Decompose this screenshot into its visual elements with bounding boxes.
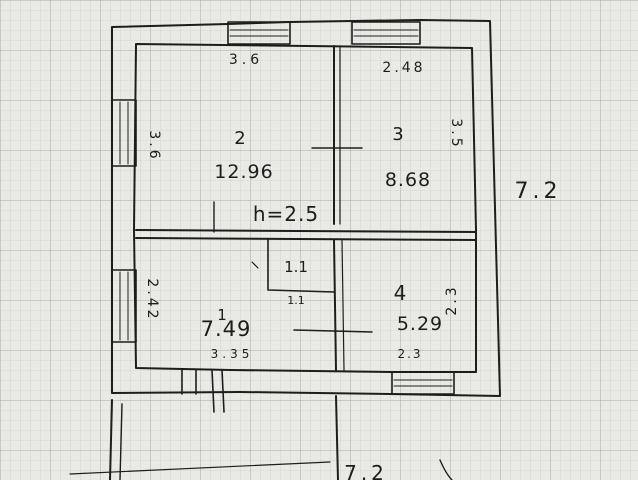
dim-top-right: 2.48 [382, 60, 425, 76]
room-4-number: 4 [394, 281, 407, 305]
closet [267, 239, 335, 293]
closet-depth: 1.1 [287, 294, 305, 307]
room-3-number: 3 [392, 124, 403, 145]
inner-wall [133, 43, 477, 373]
interior-wall-horizontal-inner [135, 237, 477, 241]
closet-tick [251, 261, 259, 269]
extension-wall-left [109, 399, 113, 480]
door-marker-lower [293, 329, 373, 333]
dim-outer-right: 7.2 [515, 179, 562, 204]
window-top-left [227, 21, 291, 45]
window-top-right [351, 21, 421, 45]
dim-bottom-scribble: 7.2 [344, 461, 388, 480]
partition-lower [333, 239, 337, 371]
window-left-lower [111, 269, 137, 343]
extension-wall-left-inner [119, 403, 123, 480]
extension-sketch-line [69, 461, 331, 475]
window-left-upper [111, 99, 137, 167]
room-4-area: 5.29 [397, 313, 443, 335]
dim-bottom-left: 3.35 [211, 347, 254, 361]
extension-wall-middle [335, 395, 339, 480]
extension-scribble [439, 459, 453, 480]
interior-wall-horizontal [135, 229, 477, 233]
room-2-number: 2 [234, 128, 245, 149]
partition-lower-inner [341, 239, 345, 371]
dim-bottom-right: 2.3 [397, 347, 422, 361]
entrance-door [181, 369, 225, 413]
closet-width: 1.1 [284, 258, 308, 276]
room-1-number: 1 [217, 306, 227, 324]
dim-right-lower: 2.3 [444, 284, 460, 315]
window-bottom-right [391, 371, 455, 395]
room-1-area: 7.49 [201, 317, 252, 341]
dim-top-left: 3.6 [229, 52, 263, 68]
dim-right-upper: 3.5 [448, 118, 464, 149]
room-2-area: 12.96 [214, 161, 273, 183]
ceiling-height: h=2.5 [253, 202, 319, 226]
dim-left-lower: 2.42 [144, 278, 160, 321]
room-3-area: 8.68 [385, 169, 431, 191]
dim-left-upper: 3.6 [146, 130, 162, 161]
